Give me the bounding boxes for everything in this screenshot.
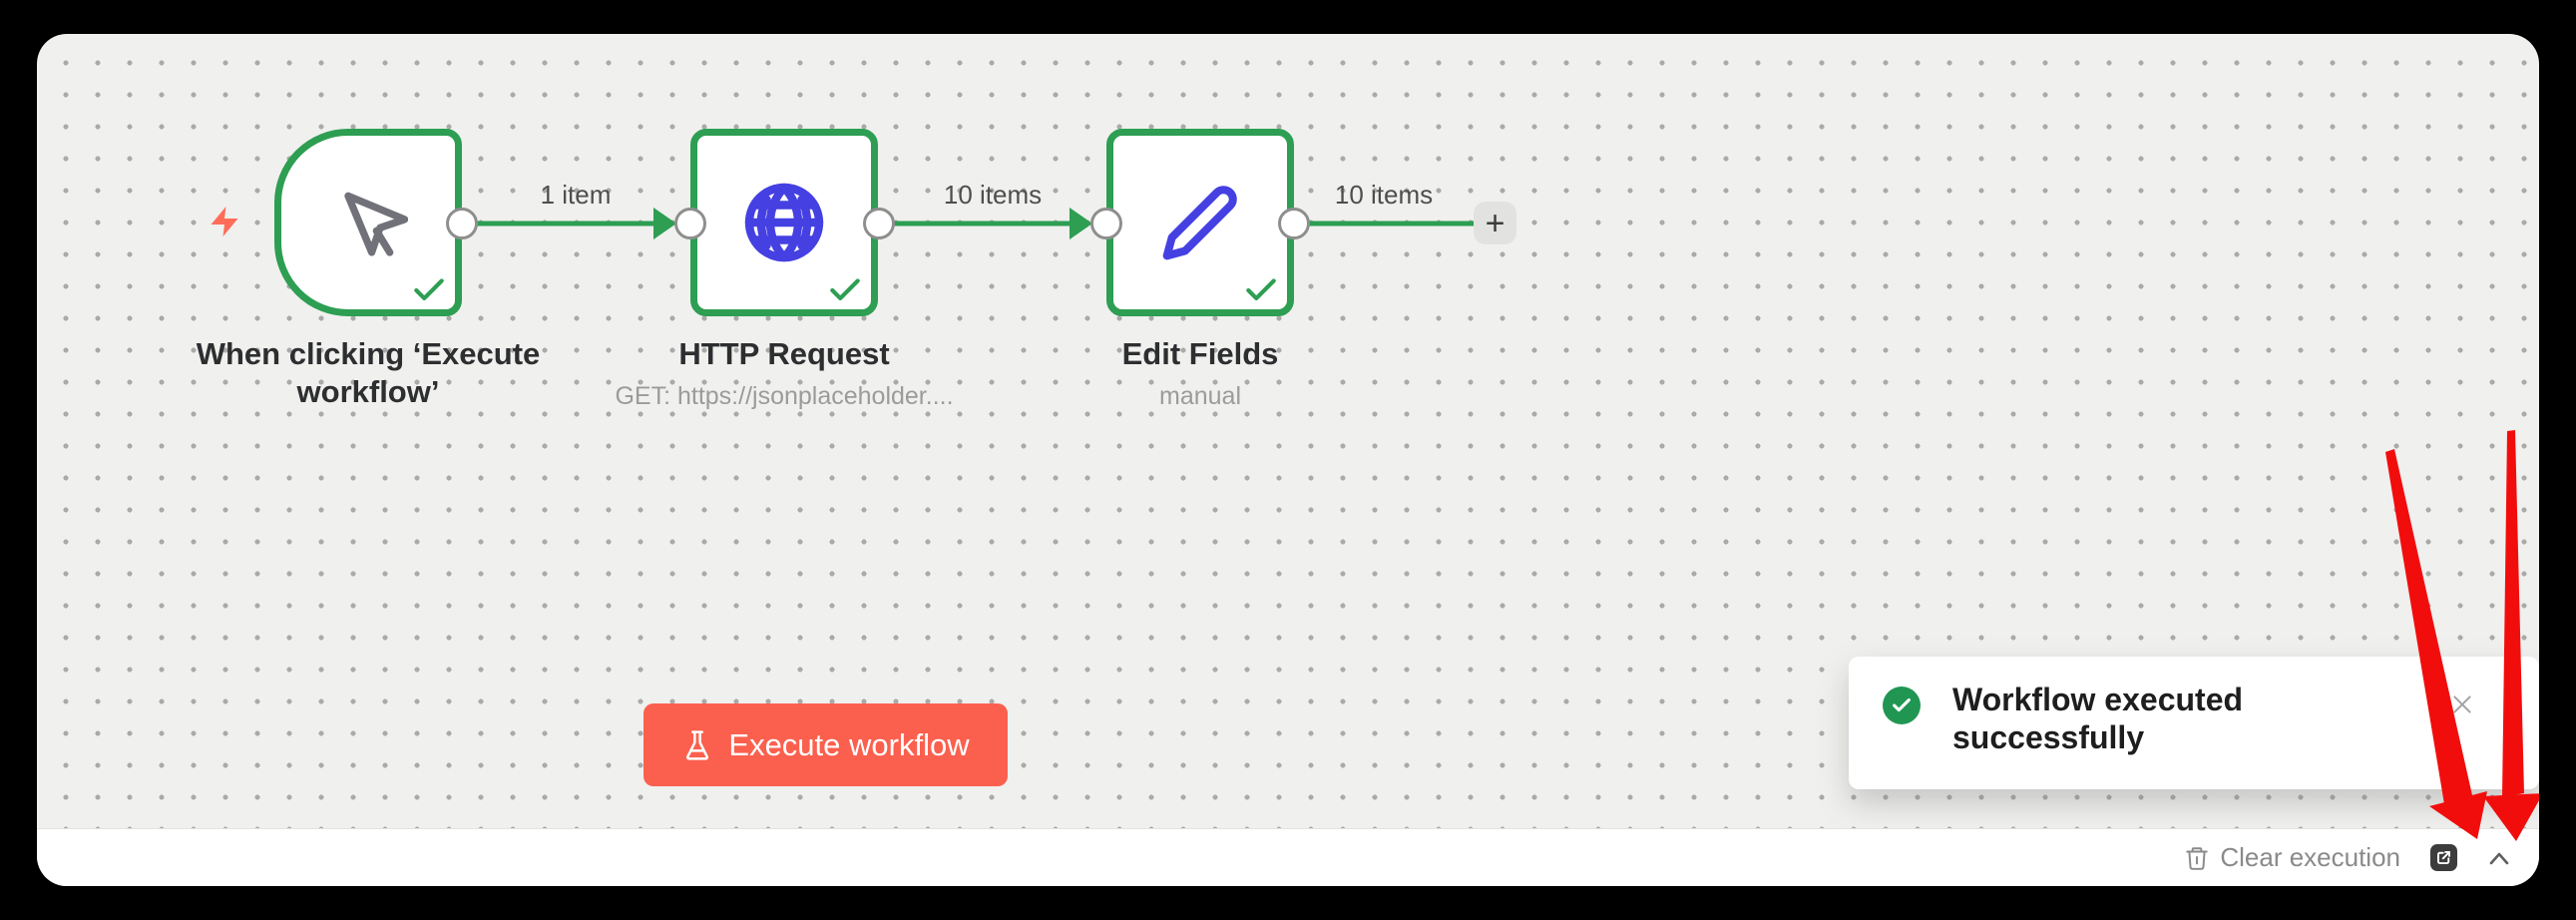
zap-icon	[211, 207, 238, 236]
pop-out-button[interactable]	[2430, 844, 2457, 871]
close-icon	[2453, 694, 2471, 713]
node-subtitle: manual	[1159, 382, 1241, 410]
success-check-icon	[830, 278, 860, 300]
arrowhead-icon	[1070, 208, 1092, 239]
success-check-icon	[1246, 278, 1276, 300]
toast-success: Workflow executed successfully	[1849, 657, 2539, 789]
pencil-icon	[1162, 186, 1237, 260]
flask-icon	[686, 729, 709, 760]
connector-port[interactable]	[674, 208, 706, 239]
execute-workflow-label: Execute workflow	[728, 726, 970, 762]
toast-close-button[interactable]	[2447, 690, 2477, 720]
add-node-button[interactable]: +	[1474, 202, 1516, 244]
node-title: When clicking ‘Execute workflow’	[196, 336, 541, 409]
connector-port[interactable]	[1090, 208, 1122, 239]
node-title: HTTP Request	[678, 336, 890, 371]
chevron-up-icon	[2489, 852, 2509, 864]
footer-bar: Clear execution	[37, 828, 2539, 886]
trash-icon	[2186, 846, 2209, 870]
collapse-panel-button[interactable]	[2487, 850, 2511, 866]
node-subtitle: GET: https://jsonplaceholder....	[615, 382, 954, 410]
workflow-editor: 1 item 10 items 10 items When clicking ‘…	[37, 34, 2539, 886]
connector-port[interactable]	[1278, 208, 1310, 239]
toast-message: Workflow executed successfully	[1952, 682, 2244, 755]
connection-label: 10 items	[943, 180, 1043, 210]
clear-execution-button[interactable]: Clear execution	[2184, 842, 2400, 873]
workflow-canvas[interactable]: 1 item 10 items 10 items When clicking ‘…	[37, 34, 2539, 886]
connector-port[interactable]	[446, 208, 478, 239]
mouse-pointer-icon	[344, 192, 408, 256]
pop-out-icon	[2437, 851, 2450, 864]
globe-icon	[744, 183, 824, 262]
connection-lines	[462, 208, 1476, 239]
success-check-icon	[414, 278, 444, 300]
arrowhead-icon	[653, 208, 676, 239]
node-http-request[interactable]	[690, 129, 878, 316]
connector-port[interactable]	[863, 208, 895, 239]
node-title: Edit Fields	[1121, 336, 1279, 371]
clear-execution-label: Clear execution	[2220, 842, 2400, 872]
execute-workflow-button[interactable]: Execute workflow	[644, 703, 1008, 786]
toast-success-icon	[1883, 687, 1921, 724]
connection-label: 10 items	[1334, 180, 1434, 210]
connection-label: 1 item	[540, 180, 612, 210]
